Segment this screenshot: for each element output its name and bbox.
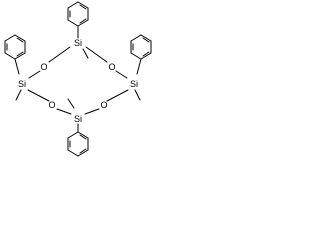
- phenyl-ring-bottom: [67, 131, 89, 157]
- phenyl-ring-left: [4, 34, 26, 60]
- chemical-structure-diagram: Si Si Si Si O O O O: [4, 1, 152, 157]
- atom-label-si-top: Si: [74, 38, 82, 48]
- atom-label-o-bottom-left: O: [48, 100, 55, 110]
- atom-label-si-bottom: Si: [74, 114, 82, 124]
- atom-label-o-top-right: O: [108, 62, 115, 72]
- bond-o-top-right-si-right: [115, 70, 128, 79]
- bond-si-left-o-bottom-left: [27, 89, 50, 102]
- atom-label-si-right: Si: [130, 79, 138, 89]
- bond-o-bottom-right-si-bottom: [84, 108, 100, 115]
- bond-o-top-left-si-left: [28, 70, 41, 79]
- bond-si-top-o-top-left: [48, 46, 71, 63]
- bond-si-bottom-methyl: [67, 98, 75, 109]
- bond-si-right-phenyl: [136, 58, 142, 75]
- bond-si-right-o-bottom-right: [106, 89, 129, 102]
- atom-label-o-bottom-right: O: [100, 100, 107, 110]
- bond-si-left-phenyl: [14, 58, 20, 75]
- atom-label-o-top-left: O: [40, 62, 47, 72]
- phenyl-ring-right: [130, 34, 152, 60]
- bond-si-right-methyl: [134, 89, 141, 101]
- bond-si-top-methyl: [82, 48, 89, 59]
- atom-label-si-left: Si: [18, 79, 26, 89]
- bond-o-bottom-left-si-bottom: [56, 108, 72, 115]
- phenyl-ring-top: [67, 1, 89, 27]
- bond-si-left-methyl: [15, 89, 22, 101]
- bond-si-top-o-top-right: [85, 46, 108, 63]
